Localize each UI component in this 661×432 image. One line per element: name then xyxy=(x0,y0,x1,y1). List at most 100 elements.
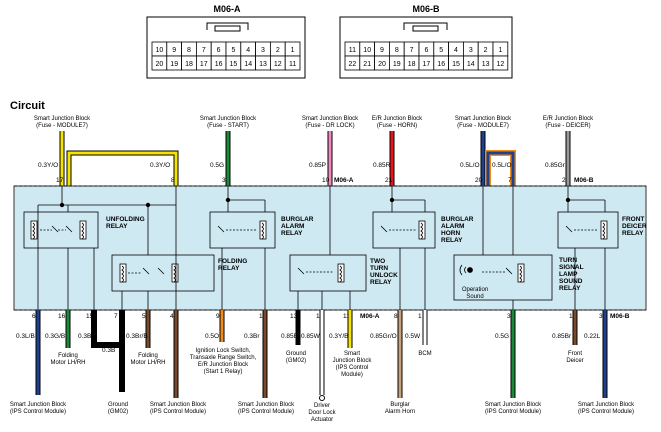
pin-number: 3 xyxy=(599,313,603,320)
dest-label: Actuator xyxy=(311,417,333,423)
relay-label: ALARM xyxy=(441,223,464,230)
source-label: Smart Junction Block xyxy=(200,116,257,122)
connector-pin-number: 7 xyxy=(202,47,206,54)
wire-label: 0.3Y/O xyxy=(150,162,170,169)
connector-pin-number: 12 xyxy=(497,61,505,68)
connector-pin-number: 20 xyxy=(378,61,386,68)
junction-dots xyxy=(59,197,571,208)
circuit-title: Circuit xyxy=(10,100,45,112)
component-label: Motor LH/RH xyxy=(130,360,165,366)
dest-label: Smart Junction Block xyxy=(150,402,207,408)
component-label: (GM02) xyxy=(286,358,306,364)
dest-label: (IPS Control Module) xyxy=(10,409,66,415)
top-wire-labels: 0.3Y/O 0.3Y/O 0.5G 0.85P 0.85R 0.5L/O 0.… xyxy=(38,162,566,169)
connector-pin-number: 12 xyxy=(274,61,282,68)
relay-label: SOUND xyxy=(559,278,583,285)
dest-label: Ground xyxy=(108,402,128,408)
wire-label: 0.5W xyxy=(405,333,421,340)
connector-pin-number: 15 xyxy=(230,61,238,68)
connector-pin-number: 17 xyxy=(200,61,208,68)
source-label: Smart Junction Block xyxy=(34,116,91,122)
relay-label: LAMP xyxy=(559,271,578,278)
connector-pin-number: 11 xyxy=(349,47,356,54)
component-label: Ground xyxy=(286,351,306,357)
relay-label: ALARM xyxy=(281,223,304,230)
connector-pin-number: 14 xyxy=(244,61,252,68)
connector-pin-number: 5 xyxy=(439,47,443,54)
component-label: Folding xyxy=(58,353,78,359)
connector-pin-number: 6 xyxy=(217,47,221,54)
pin-number: 1 xyxy=(259,313,263,320)
wire-label: 0.85Br xyxy=(552,333,572,340)
dest-label: Smart Junction Block xyxy=(578,402,635,408)
top-pin-numbers: 17 8 3 10 21 20 7 2 xyxy=(56,177,566,184)
connector-pin-number: 1 xyxy=(291,47,295,54)
connector-pin-number: 4 xyxy=(454,47,458,54)
wire-blue xyxy=(486,151,515,186)
connector-pin-number: 9 xyxy=(380,47,384,54)
pin-number: 15 xyxy=(86,313,94,320)
component-label: Folding xyxy=(138,353,158,359)
wire-label: 0.5O xyxy=(205,333,219,340)
relay-label: SIGNAL xyxy=(559,264,584,271)
connector-pin-number: 6 xyxy=(424,47,428,54)
component-label: Front xyxy=(568,351,582,357)
relay-label: UNFOLDING xyxy=(106,216,145,223)
two-turn-unlock-relay xyxy=(289,254,367,292)
relays xyxy=(23,211,619,301)
pin-number: 20 xyxy=(475,177,483,184)
connector-pin-number: 13 xyxy=(482,61,490,68)
pin-number: 8 xyxy=(394,313,398,320)
wire-label: 0.85Gr/O xyxy=(370,333,397,340)
source-label: E/R Junction Block xyxy=(543,116,594,122)
connector-pin-number: 18 xyxy=(185,61,193,68)
connector-pin-number: 21 xyxy=(363,61,371,68)
pin-number: 7 xyxy=(114,313,118,320)
wire-yellow xyxy=(67,151,178,186)
connector-title: M06-B xyxy=(412,4,440,14)
relay-label: TWO xyxy=(370,258,385,265)
wire-label: 0.3Br/B xyxy=(126,333,148,340)
wire-label: 0.85B xyxy=(281,333,298,340)
component-label: Ignition Lock Switch, xyxy=(196,348,251,354)
connector-pin-number: 4 xyxy=(246,47,250,54)
connector-pin-number: 5 xyxy=(231,47,235,54)
connector-pin-number: 10 xyxy=(363,47,371,54)
wire-label: 0.5L/O xyxy=(492,162,512,169)
source-label: (Fuse - START) xyxy=(207,123,249,129)
bottom-dest-labels: Smart Junction Block (IPS Control Module… xyxy=(10,402,635,423)
wire-label: 0.3B xyxy=(78,333,91,340)
source-label: (Fuse - DR LOCK) xyxy=(305,123,354,129)
wire-label: 0.85W xyxy=(301,333,321,340)
wire-label: 0.3G/B xyxy=(45,333,65,340)
connector-pin-number: 11 xyxy=(289,61,296,68)
component-label: Module) xyxy=(341,372,363,378)
relay-labels: UNFOLDING RELAY FOLDING RELAY BURGLAR AL… xyxy=(106,216,647,292)
pin-number: 16 xyxy=(58,313,66,320)
relay-label: RELAY xyxy=(370,279,392,286)
dest-label: (GM02) xyxy=(108,409,128,415)
wire-label: 0.85Gr xyxy=(545,162,566,169)
dest-label: (IPS Control Module) xyxy=(485,409,541,415)
connector-pin-number: 3 xyxy=(261,47,265,54)
dest-label: Alarm Horn xyxy=(385,409,415,415)
relay-label: TURN xyxy=(559,257,577,264)
connector-pin-number: 3 xyxy=(469,47,473,54)
pin-number: 17 xyxy=(56,177,64,184)
connector-pin-cell xyxy=(492,55,509,71)
connector-tag-b: M06-B xyxy=(574,177,594,184)
component-label: (IPS Control xyxy=(336,365,369,371)
dest-label: Burglar xyxy=(390,402,409,408)
relay-label: RELAY xyxy=(559,285,581,292)
connector-tag-b: M06-B xyxy=(610,313,630,320)
relay-label: RELAY xyxy=(622,230,644,237)
dest-label: Door Lock xyxy=(308,410,336,416)
component-label: Smart xyxy=(344,351,360,357)
connector-pin-number: 8 xyxy=(395,47,399,54)
connector-pin-number: 1 xyxy=(498,47,502,54)
pin-number: 4 xyxy=(170,313,174,320)
pin-number: 21 xyxy=(385,177,393,184)
wire-label: 0.85P xyxy=(309,162,326,169)
connector-pin-number: 16 xyxy=(215,61,223,68)
